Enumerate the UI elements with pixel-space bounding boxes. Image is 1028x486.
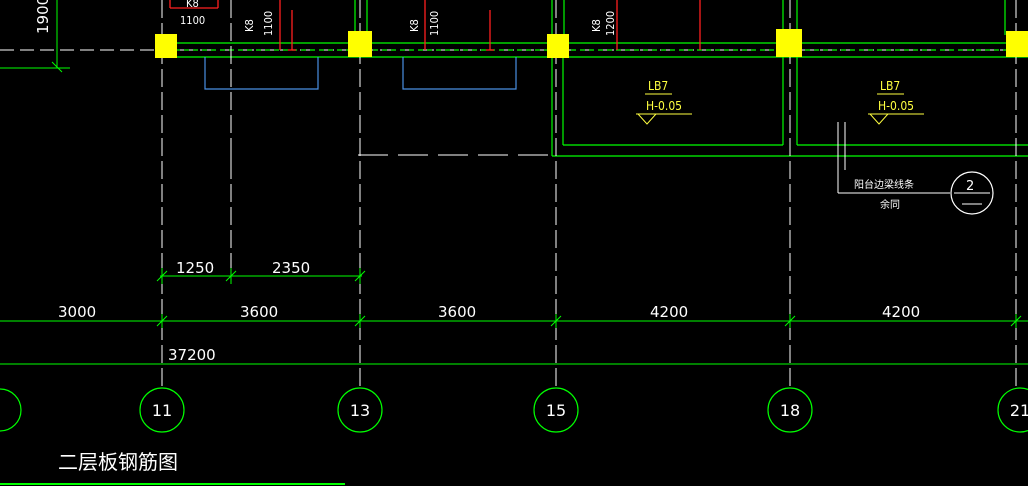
bay-dimension-line (0, 314, 1028, 328)
bay-dimension-labels: 3000 3600 3600 4200 4200 (58, 303, 920, 321)
room-outlines (551, 57, 1028, 157)
detail-note: 阳台边梁线条 余同 2 (837, 122, 994, 215)
sub-dim-1: 1250 (176, 259, 214, 277)
bay-dim-3: 3600 (438, 303, 476, 321)
bay-dim-1: 3000 (58, 303, 96, 321)
opening-outlines (204, 57, 517, 90)
sub-dimension-line (156, 268, 366, 284)
rebar-bar-3: K8 (408, 19, 421, 32)
rebar-len-1: 1100 (180, 14, 205, 27)
rebar-len-4: 1200 (604, 11, 617, 36)
slab-tag-1-level: H-0.05 (646, 99, 682, 113)
slab-tag-1: LB7 H-0.05 (636, 79, 692, 125)
rebar-bar-1: K8 (186, 0, 199, 10)
axis-bubbles (0, 387, 1028, 433)
rebar-bar-4: K8 (590, 19, 603, 32)
sub-dim-2: 2350 (272, 259, 310, 277)
rebar-labels: 1100 K8 1100 K8 1100 K8 1200 (180, 11, 617, 36)
beam-lines (175, 0, 1028, 58)
columns (155, 29, 1028, 58)
axis-label-11: 11 (152, 401, 172, 420)
total-dim: 37200 (168, 346, 216, 364)
axis-label-15: 15 (546, 401, 566, 420)
slab-tag-2-level: H-0.05 (878, 99, 914, 113)
bay-dim-5: 4200 (882, 303, 920, 321)
slab-tag-2-code: LB7 (880, 79, 900, 93)
axis-bubble-labels: 11 13 15 18 21 (152, 401, 1028, 420)
axis-label-21: 21 (1010, 401, 1028, 420)
rebar-len-3: 1100 (428, 11, 441, 36)
rebar-marks (169, 0, 701, 51)
axis-label-13: 13 (350, 401, 370, 420)
note-line-2: 余同 (880, 198, 900, 211)
slab-tag-1-code: LB7 (648, 79, 668, 93)
bay-dim-2: 3600 (240, 303, 278, 321)
axis-lines (161, 0, 1017, 390)
rebar-bar-2: K8 (243, 19, 256, 32)
axis-label-18: 18 (780, 401, 800, 420)
top-left-dimension-text: 1900 (34, 0, 52, 34)
top-left-dimension (0, 0, 70, 73)
slab-tag-2: LB7 H-0.05 (868, 79, 924, 125)
rebar-len-2: 1100 (262, 11, 275, 36)
bay-dim-4: 4200 (650, 303, 688, 321)
note-line-1: 阳台边梁线条 (854, 178, 914, 191)
drawing-title: 二层板钢筋图 (58, 450, 178, 474)
detail-number: 2 (966, 179, 974, 194)
